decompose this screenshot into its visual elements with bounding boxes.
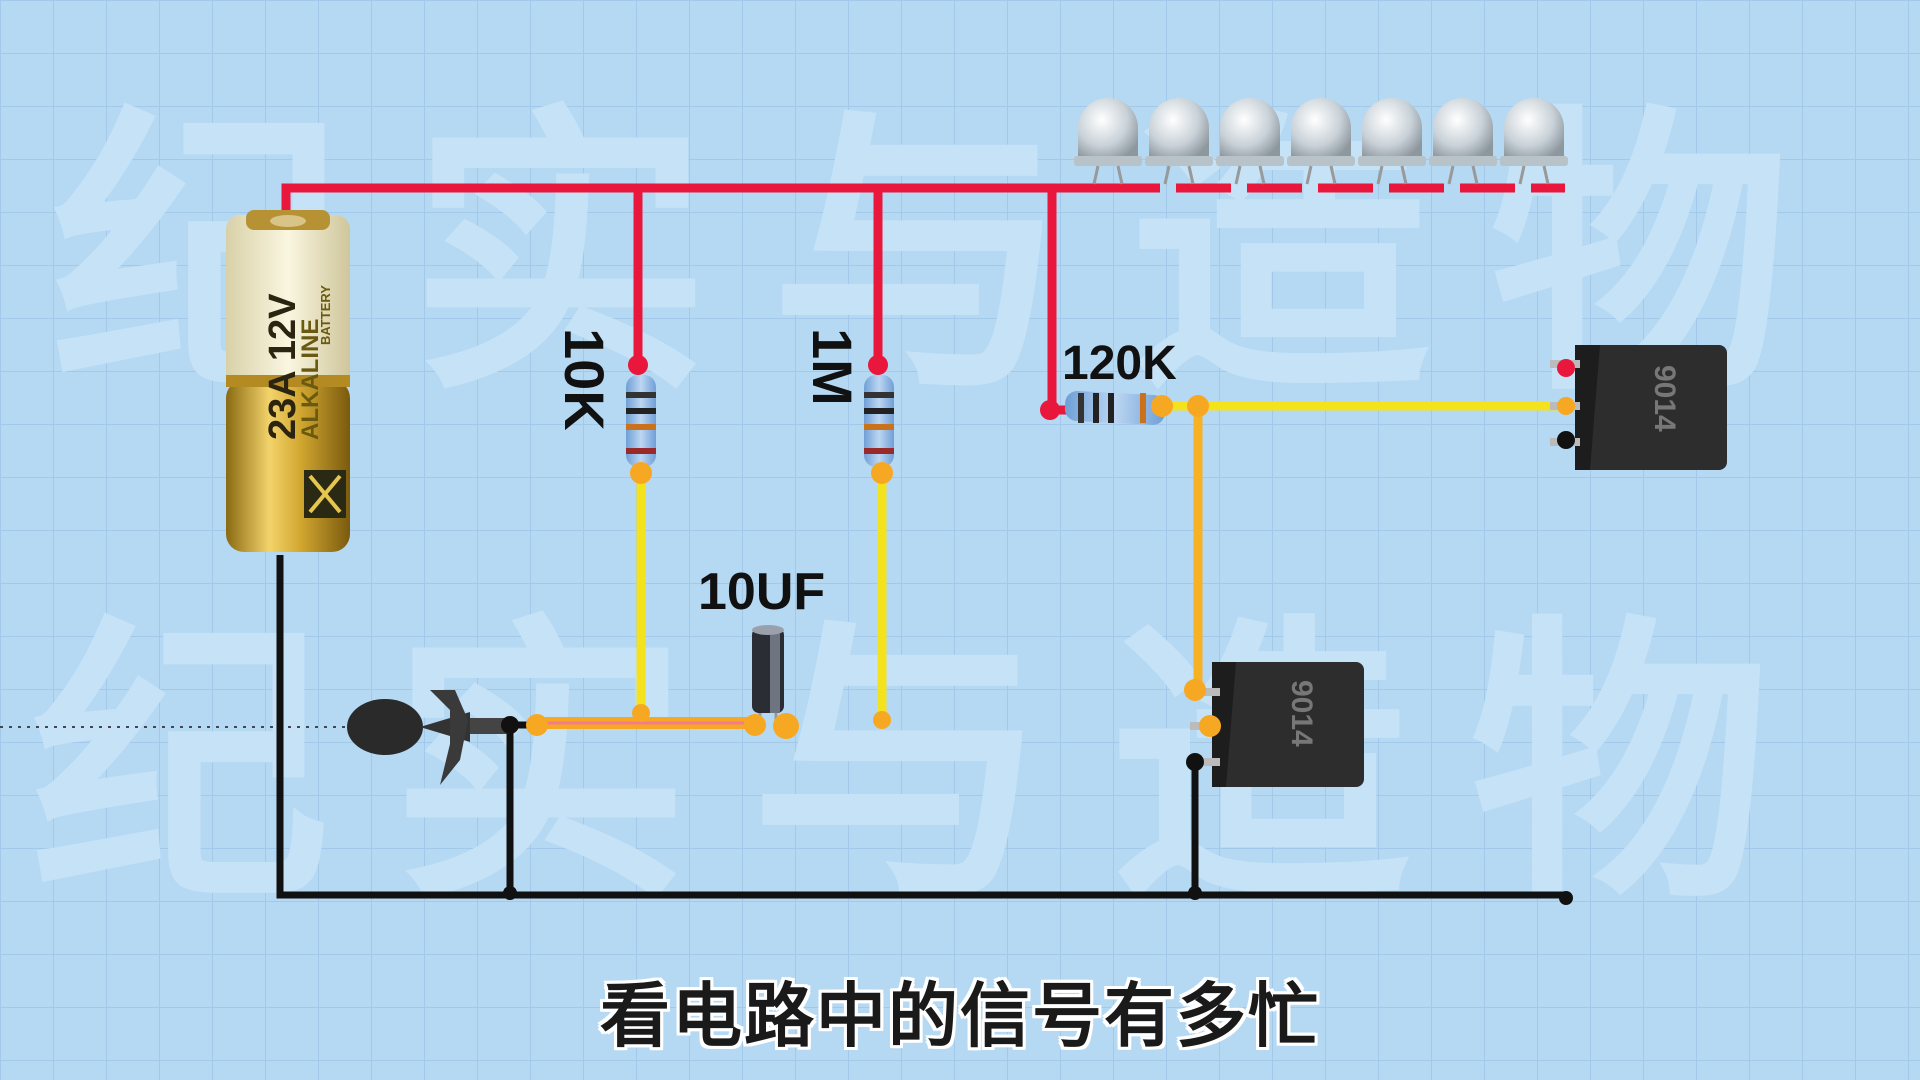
- resistor-10k-label-wrap: 10K: [552, 328, 732, 431]
- transistor-bottom-marking: 9014: [1285, 680, 1318, 747]
- led-6: [1429, 98, 1497, 185]
- capacitor-label: 10UF: [698, 563, 826, 621]
- led-5: [1358, 98, 1426, 185]
- signal-wires: [537, 192, 1571, 900]
- resistor-10k-label: 10K: [553, 328, 616, 431]
- microphone-icon: [347, 690, 510, 785]
- positive-wires: [281, 183, 1565, 415]
- resistor-120k-body: [1064, 391, 1166, 425]
- battery: 23A 12V ALKALINE BATTERY: [226, 210, 350, 552]
- battery-sub-text: BATTERY: [318, 285, 333, 345]
- resistor-1m-label: 1M: [801, 328, 864, 406]
- resistor-1m-body: [864, 375, 894, 467]
- watermark-bottom: 纪实与造物: [30, 592, 1830, 941]
- transistor-bottom-body: 9014: [1190, 662, 1364, 787]
- led-2: [1145, 98, 1213, 185]
- battery-type-text: ALKALINE: [297, 319, 324, 440]
- transistor-top-marking: 9014: [1648, 365, 1681, 432]
- transistor-top-body: 9014: [1550, 345, 1727, 470]
- resistor-1m-label-wrap: 1M: [800, 328, 940, 406]
- led-4: [1287, 98, 1355, 185]
- junction-dots: [501, 355, 1575, 905]
- resistor-120k-label: 120K: [1062, 337, 1177, 390]
- capacitor-body: [752, 625, 784, 725]
- resistor-10k-body: [626, 375, 656, 467]
- led-7: [1500, 98, 1568, 185]
- led-1: [1074, 98, 1142, 185]
- led-array: [1074, 98, 1568, 185]
- battery-model-text: 23A 12V: [262, 293, 304, 440]
- led-3: [1216, 98, 1284, 185]
- subtitle-caption: 看电路中的信号有多忙: [600, 975, 1320, 1057]
